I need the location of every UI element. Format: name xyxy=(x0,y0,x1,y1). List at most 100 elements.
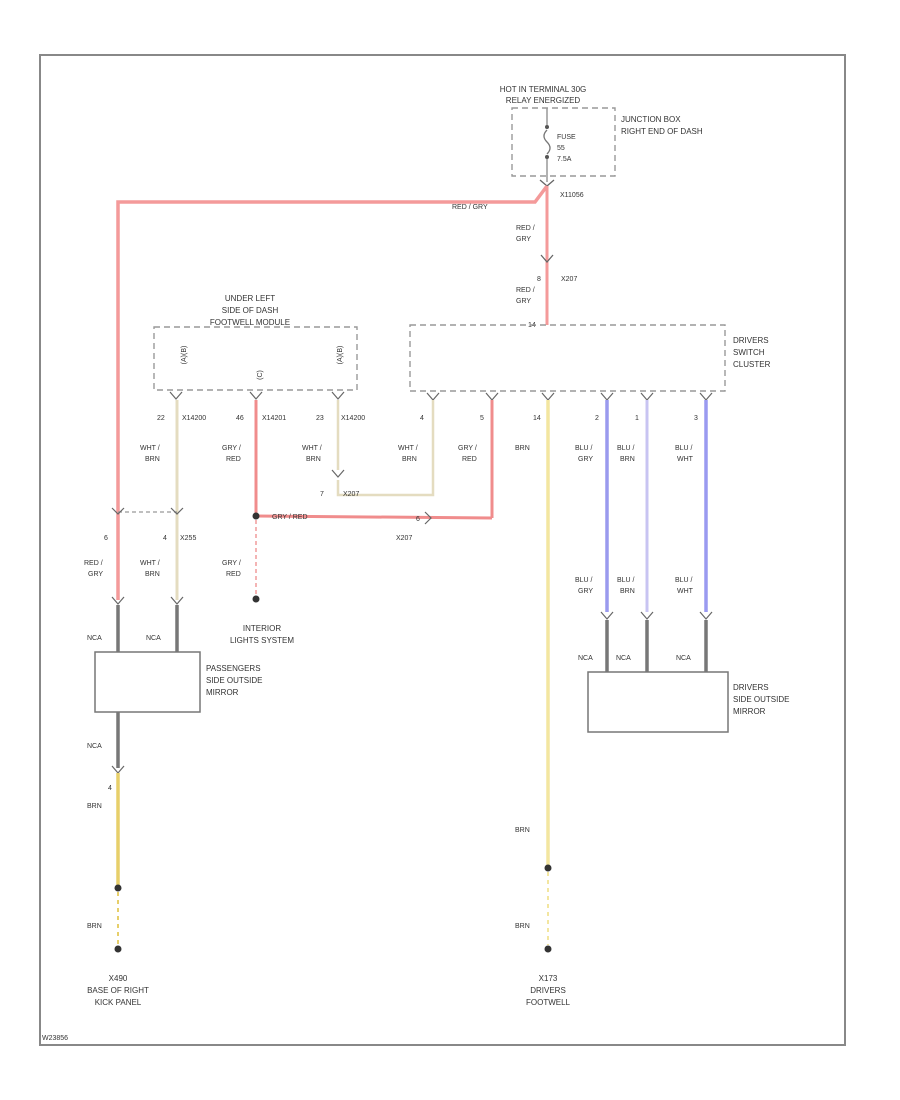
connector-x207-mid-pin: 7 xyxy=(320,491,324,498)
cluster-pin-2-symbol xyxy=(600,392,614,401)
footwell-pin-22-symbol xyxy=(169,391,183,400)
wire-blu-label-c1-low: BLU / xyxy=(617,577,635,584)
junction-box xyxy=(511,107,616,177)
cluster-pin-5-symbol xyxy=(485,392,499,401)
cluster-pin-1-symbol xyxy=(640,392,654,401)
connector-x255-pin-6: 6 xyxy=(104,535,108,542)
ground-right-id: X173 xyxy=(539,974,558,983)
footwell-internal-c: (C) xyxy=(257,370,264,380)
wire-wht-label-left: WHT / xyxy=(140,560,160,567)
connector-x255-symbol-b xyxy=(170,507,184,515)
ground-left-line2: KICK PANEL xyxy=(95,998,142,1007)
wire-gry-label-b: GRY xyxy=(516,298,531,305)
connector-x255-label: X255 xyxy=(180,535,196,542)
switch-cluster-line1: DRIVERS xyxy=(733,336,769,345)
diagram-frame xyxy=(39,54,846,1046)
connector-x207-splice-label: X207 xyxy=(396,535,412,542)
wire-red-label-b: RED / xyxy=(516,287,535,294)
wire-brn-label-pg: BRN xyxy=(87,803,102,810)
connector-x207-splice-pin: 6 xyxy=(416,516,420,523)
connector-x255-symbol-a xyxy=(111,507,125,515)
footwell-module-line2: SIDE OF DASH xyxy=(222,306,279,315)
footwell-module-line3: FOOTWELL MODULE xyxy=(210,318,290,327)
footwell-pin-23: 23 xyxy=(316,415,324,422)
cluster-pin-1: 1 xyxy=(635,415,639,422)
wire-red-gry-feed xyxy=(116,184,549,600)
wire-nca-label-db: NCA xyxy=(616,655,631,662)
junction-box-label-line2: RIGHT END OF DASH xyxy=(621,127,703,136)
footwell-conn-23: X14200 xyxy=(341,415,365,422)
wire-brn-label-c1-low: BRN xyxy=(620,588,635,595)
connector-x207-top-symbol xyxy=(540,254,554,263)
footwell-module-box xyxy=(153,326,358,391)
fuse-terminal-top xyxy=(545,125,549,129)
interior-lights-terminal xyxy=(252,595,260,603)
fuse-rating: 7.5A xyxy=(557,156,572,163)
wire-wht-label-c3-low: WHT xyxy=(677,588,694,595)
ground-right-line2: FOOTWELL xyxy=(526,998,571,1007)
passenger-mirror-line1: PASSENGERS xyxy=(206,664,261,673)
wire-red-label-fm46: RED xyxy=(226,456,241,463)
wire-brn-label-c4: BRN xyxy=(402,456,417,463)
interior-lights-line2: LIGHTS SYSTEM xyxy=(230,636,294,645)
ground-left-line1: BASE OF RIGHT xyxy=(87,986,149,995)
connector-x207-mid-label: X207 xyxy=(343,491,359,498)
ground-left-id: X490 xyxy=(109,974,128,983)
cluster-pin-4: 4 xyxy=(420,415,424,422)
wire-gry-label-interior: GRY / xyxy=(222,560,241,567)
junction-box-label-line1: JUNCTION BOX xyxy=(621,115,681,124)
cluster-pin-5: 5 xyxy=(480,415,484,422)
splice-gry-red xyxy=(252,512,260,520)
cluster-pin-3: 3 xyxy=(694,415,698,422)
wire-wht-label-c3: WHT xyxy=(677,456,694,463)
wire-gry-label-c2: GRY xyxy=(578,456,593,463)
switch-cluster-line3: CLUSTER xyxy=(733,360,771,369)
wire-blu-label-c3: BLU / xyxy=(675,445,693,452)
driver-mirror-pin-a-symbol xyxy=(600,611,614,620)
wire-blu-label-c3-low: BLU / xyxy=(675,577,693,584)
wire-blu-label-c2: BLU / xyxy=(575,445,593,452)
wire-blu-label-c2-low: BLU / xyxy=(575,577,593,584)
wire-brn-label-gl: BRN xyxy=(87,923,102,930)
connector-x255-pin-4: 4 xyxy=(163,535,167,542)
ground-left-splice xyxy=(114,884,122,892)
connector-x207-top-pin: 8 xyxy=(537,276,541,283)
wire-wht-brn-to-cluster4 xyxy=(336,400,435,497)
driver-mirror-line3: MIRROR xyxy=(733,707,766,716)
wire-gry-label-fm46: GRY / xyxy=(222,445,241,452)
wire-wht-label-fm23: WHT / xyxy=(302,445,322,452)
ground-left-pin: 4 xyxy=(108,785,112,792)
passenger-mirror-box xyxy=(94,651,201,713)
wire-brn-label-fm22: BRN xyxy=(145,456,160,463)
connector-x207-splice-symbol xyxy=(424,511,432,525)
wire-brn-label-left: BRN xyxy=(145,571,160,578)
passenger-mirror-line2: SIDE OUTSIDE xyxy=(206,676,262,685)
wire-wht-label-fm22: WHT / xyxy=(140,445,160,452)
wire-brn-label-c14: BRN xyxy=(515,445,530,452)
wire-brn-label-c14-low: BRN xyxy=(515,827,530,834)
ground-right-splice xyxy=(544,864,552,872)
wire-nca-label-da: NCA xyxy=(578,655,593,662)
driver-mirror-line2: SIDE OUTSIDE xyxy=(733,695,789,704)
switch-cluster-box xyxy=(409,324,726,392)
power-title-line1: HOT IN TERMINAL 30G xyxy=(500,85,587,94)
wire-gry-red-splice xyxy=(255,514,493,520)
footwell-internal-a: (A)(B) xyxy=(181,346,188,365)
footwell-pin-46: 46 xyxy=(236,415,244,422)
power-title-line2: RELAY ENERGIZED xyxy=(506,96,581,105)
connector-x207-top-label: X207 xyxy=(561,276,577,283)
wire-brn-label-fm23: BRN xyxy=(306,456,321,463)
wire-gry-label-c5: GRY / xyxy=(458,445,477,452)
cluster-pin-2: 2 xyxy=(595,415,599,422)
wire-blu-label-c1: BLU / xyxy=(617,445,635,452)
fuse-symbol xyxy=(543,129,551,155)
driver-mirror-pin-c-symbol xyxy=(699,611,713,620)
cluster-pin-4-symbol xyxy=(426,392,440,401)
wire-brn-label-c1: BRN xyxy=(620,456,635,463)
connector-x11056-label: X11056 xyxy=(560,192,584,199)
cluster-pin-14: 14 xyxy=(533,415,541,422)
wire-red-label-interior: RED xyxy=(226,571,241,578)
wire-wht-label-c4: WHT / xyxy=(398,445,418,452)
wire-nca-label-pg: NCA xyxy=(87,743,102,750)
